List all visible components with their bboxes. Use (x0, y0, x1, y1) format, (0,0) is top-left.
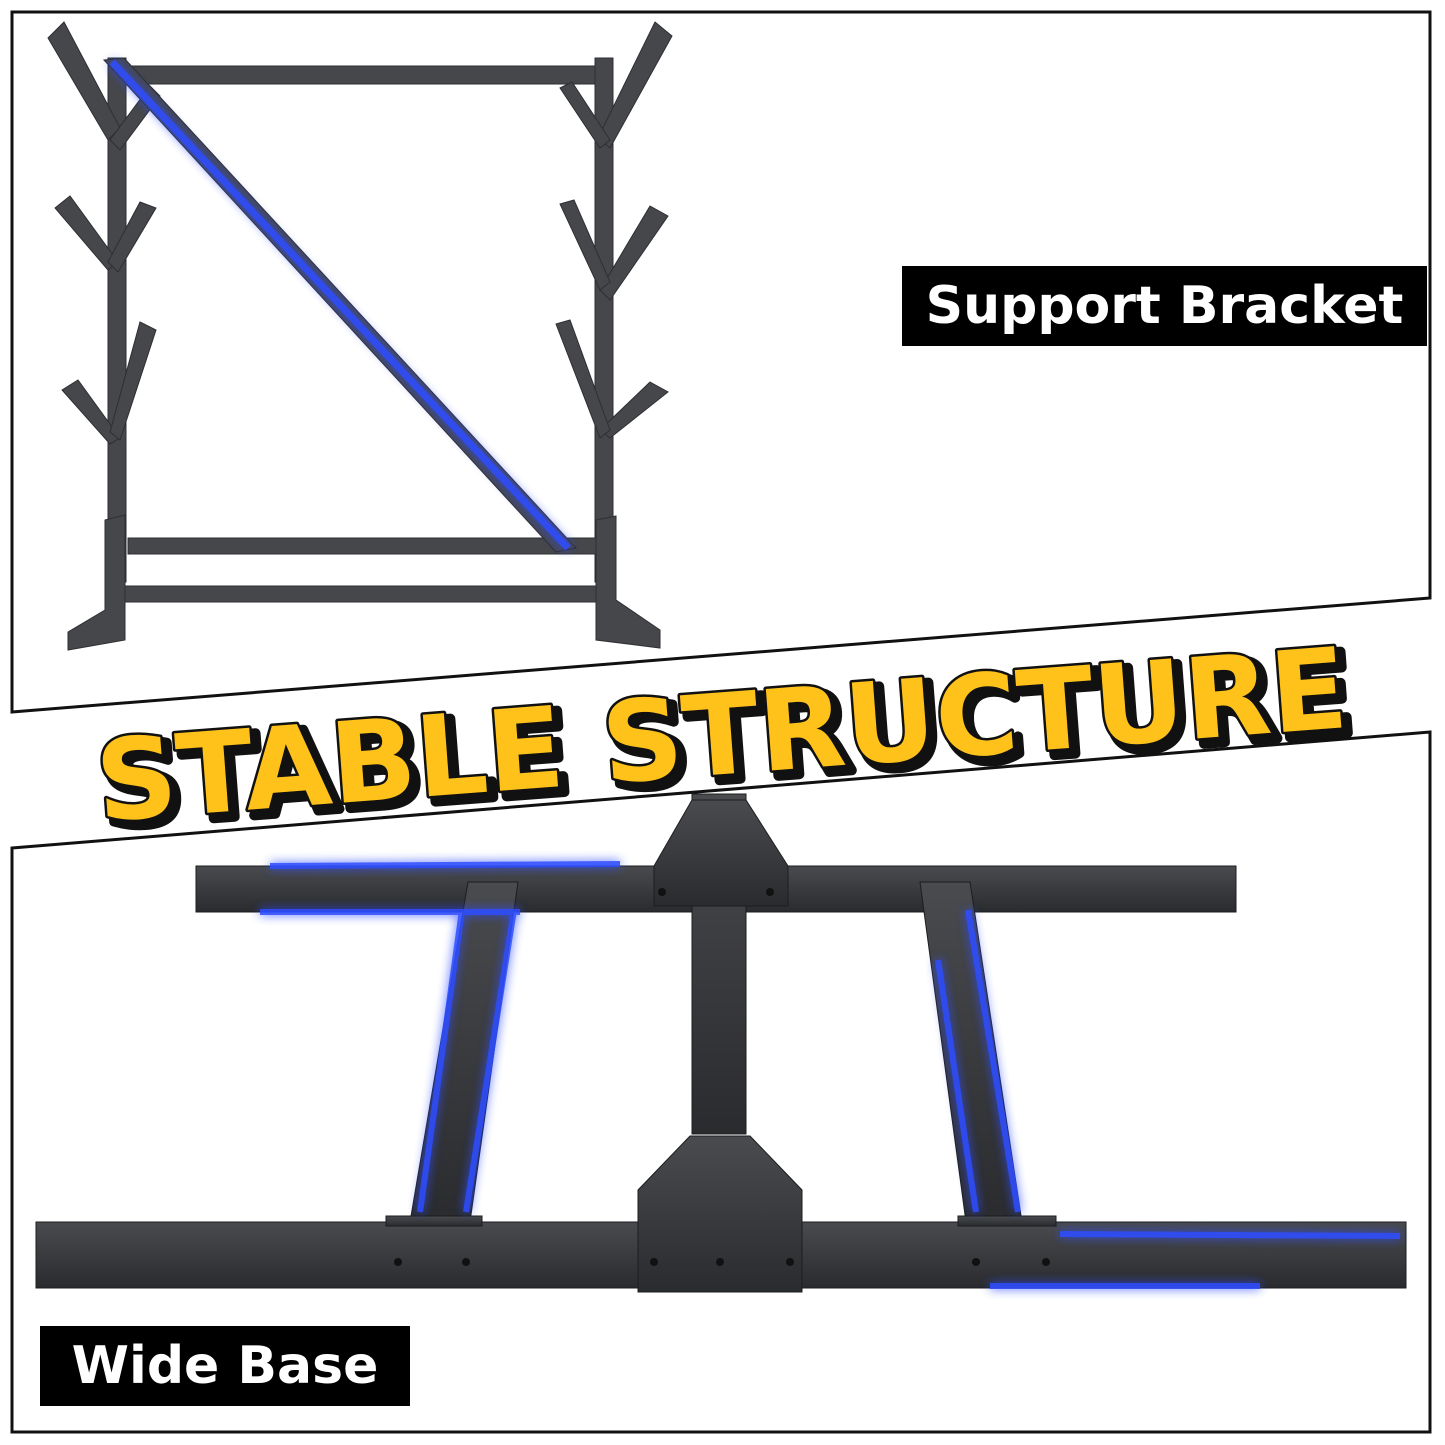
rack-illustration (47, 21, 673, 651)
highlight-line (965, 909, 1021, 1213)
highlight-line (463, 909, 517, 1213)
rack-arm (559, 81, 611, 149)
bolt (786, 1258, 794, 1266)
bolt (650, 1258, 658, 1266)
rack-top-crossbar (121, 65, 611, 85)
rack-bottom-crossbar (117, 585, 605, 603)
blue-edge-highlights (260, 861, 1401, 1289)
rack-arm (599, 381, 669, 439)
bottom-panel (10, 730, 1432, 1434)
base-plate (385, 1215, 483, 1227)
highlight-line (935, 959, 979, 1213)
highlight-line (269, 861, 621, 869)
bolt (972, 1258, 980, 1266)
bolt (658, 888, 666, 896)
rack-right-foot (595, 515, 661, 649)
support-bracket-label: Support Bracket (902, 266, 1427, 346)
rack-arm (597, 21, 673, 149)
base-top-gusset (653, 799, 789, 907)
bolt (1042, 1258, 1050, 1266)
rack-arm (555, 319, 611, 439)
top-panel (10, 10, 1432, 714)
bolt (766, 888, 774, 896)
highlight-line (417, 909, 465, 1213)
rack-arm (599, 205, 669, 301)
support-bracket-brace (102, 57, 577, 553)
wide-base-label: Wide Base (40, 1326, 410, 1406)
highlight-line (1059, 1231, 1401, 1239)
rack-left-foot (67, 514, 126, 651)
bolt (394, 1258, 402, 1266)
rack-arm (109, 321, 157, 441)
rack-arm (559, 199, 611, 291)
base-bottom-gusset (637, 1135, 803, 1293)
bolt (462, 1258, 470, 1266)
rack-bottom-crossbar (127, 537, 597, 555)
base-plate (957, 1215, 1057, 1227)
bolt (716, 1258, 724, 1266)
rack-arm (107, 201, 157, 273)
bolts (394, 888, 1050, 1266)
top-panel-border (10, 10, 1432, 714)
